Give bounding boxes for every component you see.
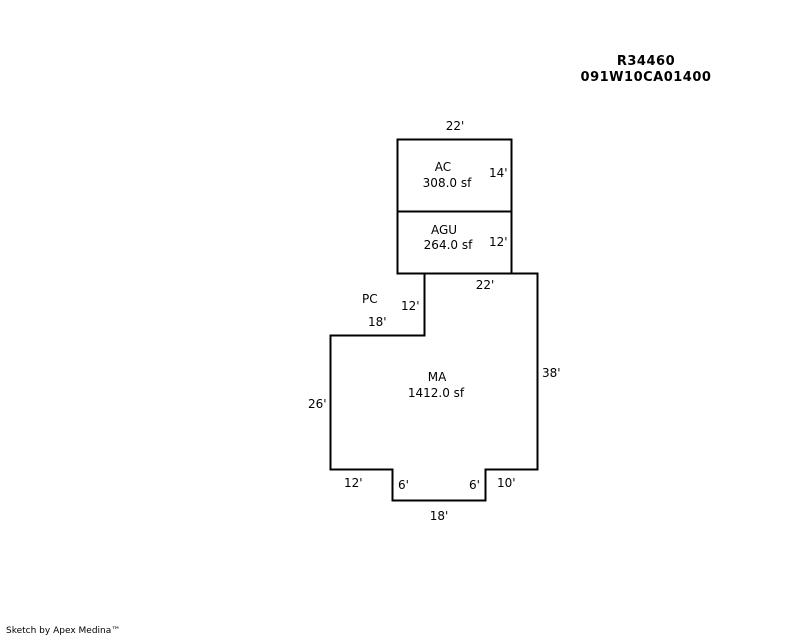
dim-ma-right: 38' xyxy=(542,366,561,380)
dim-ma-bottom: 18' xyxy=(429,509,449,523)
agu-code: AGU xyxy=(430,223,458,237)
dim-agu-right: 12' xyxy=(489,235,508,249)
ac-area: 308.0 sf xyxy=(422,176,472,190)
map-tax-lot: 091W10CA01400 xyxy=(580,70,712,85)
ma-area: 1412.0 sf xyxy=(407,386,465,400)
dim-ma-top: 22' xyxy=(475,278,495,292)
account-number: R34460 xyxy=(616,54,676,69)
dim-notch-left-horizontal: 12' xyxy=(344,476,363,490)
dim-notch-right-horizontal: 10' xyxy=(497,476,516,490)
dim-notch-left-vertical: 6' xyxy=(398,478,409,492)
dim-pc-vertical: 12' xyxy=(401,299,420,313)
sketch-credit: Sketch by Apex Medina™ xyxy=(6,626,121,636)
ma-code: MA xyxy=(427,370,447,384)
dim-ma-left: 26' xyxy=(308,397,327,411)
dim-ac-right: 14' xyxy=(489,166,508,180)
dim-notch-right-vertical: 6' xyxy=(469,478,480,492)
dim-pc-horizontal: 18' xyxy=(368,315,387,329)
pc-code: PC xyxy=(362,292,378,306)
dim-ac-top: 22' xyxy=(445,119,465,133)
ma-outline xyxy=(329,272,539,502)
ac-code: AC xyxy=(434,160,452,174)
agu-area: 264.0 sf xyxy=(423,238,473,252)
